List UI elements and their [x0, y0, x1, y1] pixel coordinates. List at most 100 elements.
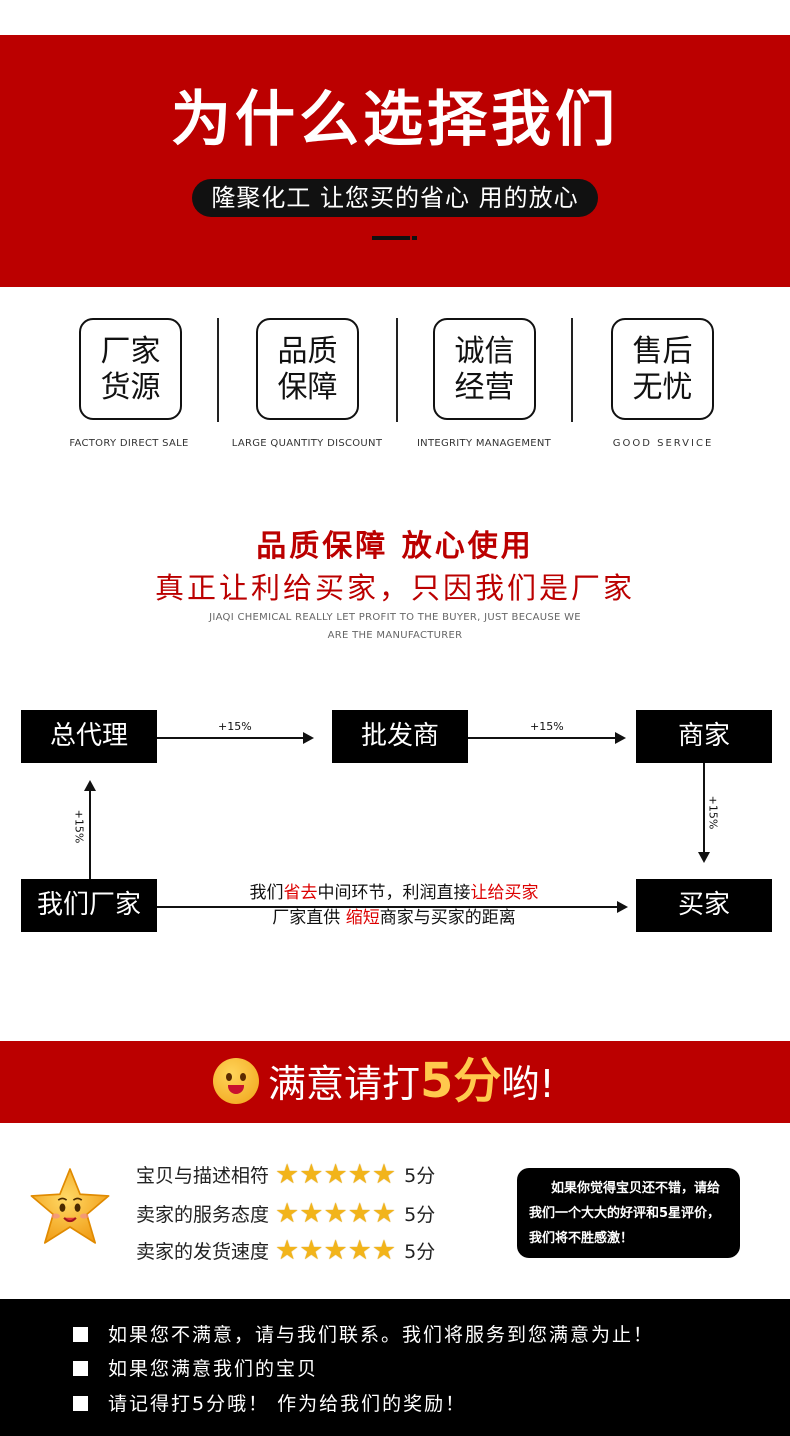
- flow-arrow-line: [703, 763, 705, 852]
- footer-text: 如果您不满意，请与我们联系。我们将服务到您满意为止！: [108, 1324, 655, 1346]
- flow-arrow-line: [468, 737, 615, 739]
- feature-label: 售后: [632, 334, 693, 369]
- star-icon: ★: [299, 1159, 324, 1190]
- slogan-headline: 品质保障 放心使用: [256, 529, 534, 564]
- star-icon: ★: [371, 1159, 397, 1190]
- rating-row: 卖家的服务态度★★★★★5分: [136, 1200, 435, 1230]
- footer-item: 如果您不满意，请与我们联系。我们将服务到您满意为止！: [73, 1323, 654, 1347]
- rating-label: 卖家的服务态度: [136, 1204, 270, 1226]
- arrow-right-icon: [303, 732, 314, 744]
- star-rating: ★★★★★: [275, 1161, 396, 1192]
- flow-node-wholesaler: 批发商: [332, 710, 468, 763]
- feature-after-sales: 售后 无忧: [611, 318, 714, 420]
- rating-banner: 满意请打5分哟!: [0, 1041, 790, 1123]
- markup-label: +15%: [218, 720, 252, 733]
- feature-label: 货源: [100, 370, 161, 405]
- star-icon: ★: [323, 1235, 348, 1266]
- arrow-right-icon: [617, 901, 628, 913]
- arrow-down-icon: [698, 852, 710, 863]
- rating-row: 宝贝与描述相符★★★★★5分: [136, 1161, 435, 1191]
- arrow-right-icon: [615, 732, 626, 744]
- divider: [396, 318, 398, 422]
- markup-label: +15%: [72, 809, 86, 844]
- flow-node-merchant: 商家: [636, 710, 772, 763]
- flow-arrow-line: [157, 906, 617, 908]
- slogan-english: JIAQI CHEMICAL REALLY LET PROFIT TO THE …: [170, 609, 620, 645]
- markup-label: +15%: [706, 795, 720, 830]
- note-text: 商家与买家的距离: [379, 908, 516, 928]
- star-mascot-icon: [30, 1168, 110, 1244]
- square-bullet-icon: [73, 1327, 88, 1342]
- rating-label: 卖家的发货速度: [136, 1241, 270, 1263]
- hero-divider: [372, 236, 410, 240]
- feature-label: 保障: [277, 370, 338, 405]
- rating-row: 卖家的发货速度★★★★★5分: [136, 1237, 435, 1267]
- feature-caption: INTEGRITY MANAGEMENT: [416, 438, 552, 449]
- flow-arrow-line: [89, 791, 91, 879]
- page-title: 为什么选择我们: [171, 85, 619, 155]
- note-text: 厂家直供: [272, 908, 346, 928]
- rating-score: 5分: [404, 1241, 436, 1263]
- note-highlight: 省去: [283, 883, 318, 903]
- star-icon: ★: [299, 1198, 324, 1229]
- feature-quality-assurance: 品质 保障: [256, 318, 359, 420]
- note-text: 我们: [249, 883, 284, 903]
- star-icon: ★: [347, 1159, 372, 1190]
- star-icon: ★: [347, 1235, 372, 1266]
- slogan-english-line: ARE THE MANUFACTURER: [327, 630, 463, 641]
- slogan-english-line: JIAQI CHEMICAL REALLY LET PROFIT TO THE …: [209, 612, 581, 623]
- slogan-subheadline: 真正让利给买家，只因我们是厂家: [154, 571, 635, 605]
- feature-label: 无忧: [632, 370, 693, 405]
- feature-integrity: 诚信 经营: [433, 318, 536, 420]
- rating-score: 5分: [404, 1204, 436, 1226]
- rating-title-text: 哟!: [501, 1062, 555, 1106]
- square-bullet-icon: [73, 1396, 88, 1411]
- star-rating: ★★★★★: [275, 1200, 396, 1231]
- rating-score: 5分: [404, 1165, 436, 1187]
- star-icon: ★: [323, 1198, 348, 1229]
- star-rating: ★★★★★: [275, 1237, 396, 1268]
- flow-note-line-2: 厂家直供 缩短商家与买家的距离: [160, 906, 628, 930]
- note-highlight: 让给买家: [470, 883, 539, 903]
- footer-text: 请记得打5分哦！ 作为给我们的奖励！: [108, 1393, 467, 1415]
- arrow-up-icon: [84, 780, 96, 791]
- hero-banner: 为什么选择我们 隆聚化工 让您买的省心 用的放心: [0, 35, 790, 287]
- star-icon: ★: [299, 1235, 324, 1266]
- star-icon: ★: [275, 1235, 300, 1266]
- star-icon: ★: [371, 1198, 397, 1229]
- rating-title-text: 满意请打: [268, 1062, 421, 1106]
- flow-node-factory: 我们厂家: [21, 879, 157, 932]
- flow-node-agent: 总代理: [21, 710, 157, 763]
- markup-label: +15%: [530, 720, 564, 733]
- flow-node-buyer: 买家: [636, 879, 772, 932]
- flow-arrow-line: [157, 737, 303, 739]
- footer-item: 请记得打5分哦！ 作为给我们的奖励！: [73, 1392, 466, 1416]
- rating-title-score: 5分: [420, 1053, 502, 1109]
- star-icon: ★: [323, 1159, 348, 1190]
- note-highlight: 缩短: [345, 908, 380, 928]
- divider: [571, 318, 573, 422]
- hero-subtitle: 隆聚化工 让您买的省心 用的放心: [192, 179, 598, 217]
- footer-text: 如果您满意我们的宝贝: [108, 1358, 319, 1380]
- feature-label: 经营: [454, 370, 515, 405]
- star-icon: ★: [371, 1235, 397, 1266]
- star-icon: ★: [275, 1159, 300, 1190]
- square-bullet-icon: [73, 1361, 88, 1376]
- rating-title: 满意请打5分哟!: [268, 1049, 555, 1116]
- hero-divider-dot: [412, 236, 417, 240]
- flow-note-line-1: 我们省去中间环节，利润直接让给买家: [160, 881, 628, 905]
- divider: [217, 318, 219, 422]
- feature-label: 诚信: [454, 334, 515, 369]
- feature-label: 品质: [277, 334, 338, 369]
- smiley-icon: [213, 1058, 259, 1104]
- star-icon: ★: [275, 1198, 300, 1229]
- footer-band: 如果您不满意，请与我们联系。我们将服务到您满意为止！ 如果您满意我们的宝贝 请记…: [0, 1299, 790, 1436]
- feature-label: 厂家: [100, 334, 161, 369]
- feature-caption: FACTORY DIRECT SALE: [69, 438, 189, 449]
- feature-caption: GOOD SERVICE: [612, 438, 714, 449]
- feature-factory-source: 厂家 货源: [79, 318, 182, 420]
- rating-label: 宝贝与描述相符: [136, 1165, 270, 1187]
- note-text: 中间环节，利润直接: [317, 883, 471, 903]
- review-request-bubble: 如果你觉得宝贝还不错，请给我们一个大大的好评和5星评价，我们将不胜感激！: [517, 1168, 740, 1258]
- star-icon: ★: [347, 1198, 372, 1229]
